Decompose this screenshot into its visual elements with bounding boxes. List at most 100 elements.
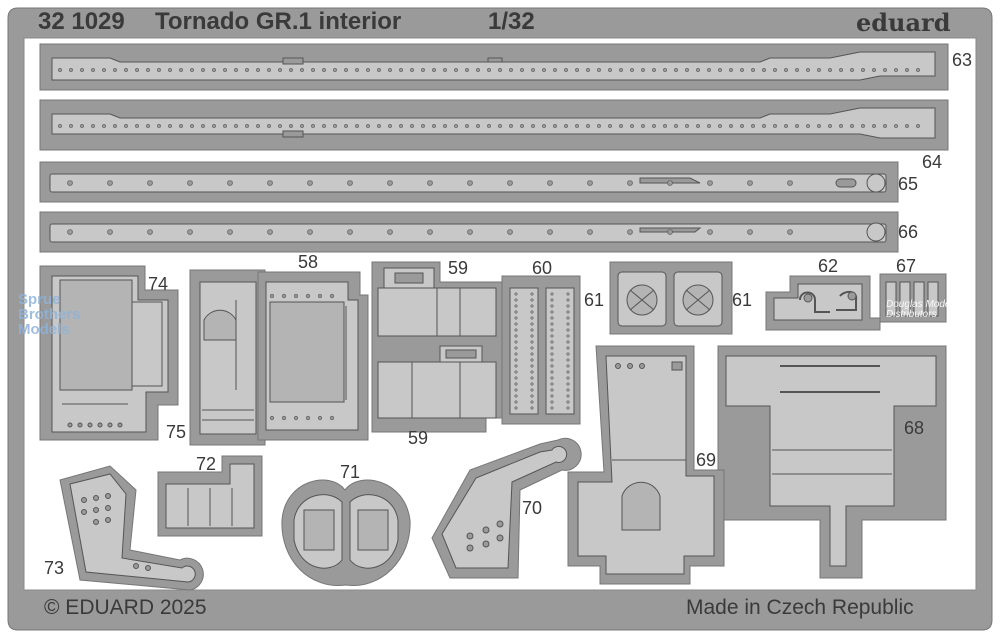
etch-hole [227, 180, 233, 186]
etch-hole [850, 124, 854, 128]
etch-hole [751, 68, 755, 72]
etch-hole [550, 334, 554, 338]
etch-hole [547, 180, 553, 186]
etch-hole [587, 180, 593, 186]
part-62 [765, 275, 881, 331]
etch-hole [531, 68, 535, 72]
part-number-67: 67 [896, 256, 917, 276]
etch-hole [531, 124, 535, 128]
etch-hole [550, 298, 554, 302]
etch-hole [514, 388, 518, 392]
part-64 [39, 99, 949, 151]
etch-hole [916, 68, 920, 72]
etch-hole [784, 68, 788, 72]
etch-hole [586, 124, 590, 128]
etch-hole [530, 406, 534, 410]
etch-hole [212, 124, 216, 128]
etch-hole [550, 292, 554, 296]
etch-hole [566, 376, 570, 380]
etch-hole [514, 292, 518, 296]
etch-hole [201, 68, 205, 72]
etch-hole [124, 124, 128, 128]
etch-hole [157, 124, 161, 128]
etch-hole [550, 364, 554, 368]
etch-hole [507, 180, 513, 186]
etch-hole [514, 322, 518, 326]
etch-hole [102, 124, 106, 128]
etch-hole [187, 229, 193, 235]
etch-hole [530, 316, 534, 320]
etch-hole [514, 370, 518, 374]
etch-hole [630, 68, 634, 72]
part-number-69: 69 [696, 450, 717, 470]
etch-hole [147, 229, 153, 235]
etch-hole [751, 124, 755, 128]
etch-hole [641, 68, 645, 72]
etch-hole [566, 340, 570, 344]
etch-hole [718, 68, 722, 72]
etch-hole [135, 68, 139, 72]
etch-hole [421, 68, 425, 72]
sprue-brothers-watermark: Sprue Brothers Models [18, 291, 81, 338]
etch-hole [113, 124, 117, 128]
origin-text: Made in Czech Republic [686, 596, 914, 619]
etch-hole [234, 68, 238, 72]
etch-hole [234, 124, 238, 128]
etch-hole [566, 364, 570, 368]
etch-hole [575, 124, 579, 128]
etch-hole [281, 293, 287, 299]
etch-hole [839, 124, 843, 128]
etch-hole [454, 124, 458, 128]
etch-hole [787, 229, 793, 235]
etch-hole [305, 293, 311, 299]
part-number-75: 75 [166, 422, 187, 442]
part-number-61-left: 61 [584, 290, 605, 310]
etch-hole [476, 68, 480, 72]
etch-hole [212, 68, 216, 72]
etch-hole [388, 124, 392, 128]
etch-hole [530, 364, 534, 368]
etch-hole [124, 68, 128, 72]
etch-hole [157, 68, 161, 72]
etch-hole [530, 310, 534, 314]
etch-hole [530, 328, 534, 332]
etch-hole [269, 415, 275, 421]
etch-hole [685, 124, 689, 128]
etch-hole [566, 358, 570, 362]
etch-hole [905, 124, 909, 128]
etch-hole [366, 68, 370, 72]
etch-hole [281, 415, 287, 421]
etch-hole [322, 68, 326, 72]
etch-hole [553, 124, 557, 128]
etch-hole [566, 346, 570, 350]
etch-hole [707, 229, 713, 235]
etch-hole [168, 68, 172, 72]
etch-hole [410, 124, 414, 128]
etch-hole [113, 68, 117, 72]
etch-hole [883, 124, 887, 128]
etch-hole [872, 68, 876, 72]
part-70 [431, 437, 582, 579]
etch-hole [564, 124, 568, 128]
etch-hole [530, 394, 534, 398]
part-number-65: 65 [898, 174, 919, 194]
etch-hole [514, 334, 518, 338]
etch-hole [454, 68, 458, 72]
etch-hole [355, 68, 359, 72]
etch-hole [663, 124, 667, 128]
etch-hole [487, 68, 491, 72]
part-63 [39, 43, 949, 91]
etch-hole [550, 316, 554, 320]
etch-hole [547, 229, 553, 235]
etch-hole [322, 124, 326, 128]
etch-hole [550, 340, 554, 344]
etch-hole [747, 180, 753, 186]
etch-hole [256, 68, 260, 72]
etch-hole [256, 124, 260, 128]
etch-hole [347, 180, 353, 186]
etch-hole [566, 400, 570, 404]
etch-hole [329, 293, 335, 299]
etch-hole [566, 304, 570, 308]
catalog-number: 32 1029 [38, 8, 125, 35]
etch-hole [410, 68, 414, 72]
